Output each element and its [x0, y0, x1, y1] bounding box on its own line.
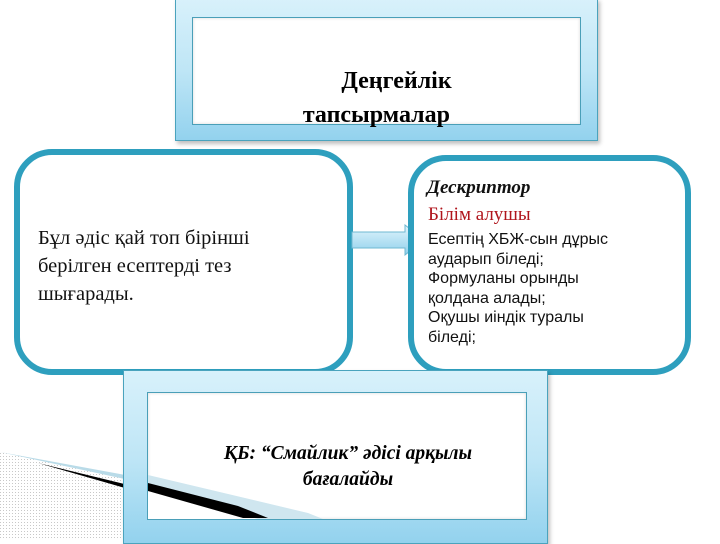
assessment-line-1: ҚБ: “Смайлик” әдісі арқылы [223, 443, 473, 464]
descriptor-subheading: Білім алушы [428, 204, 531, 225]
title-frame: Деңгейлік тапсырмалар [175, 0, 598, 141]
method-line-3: шығарады. [38, 283, 134, 305]
criteria-line-2: аударып біледі; [428, 250, 544, 268]
descriptor-box: Дескриптор Білім алушы Есептің ХБЖ-сын д… [408, 155, 691, 375]
assessment-frame: ҚБ: “Смайлик” әдісі арқылы бағалайды [123, 370, 548, 544]
method-line-2: берілген есептерді тез [38, 255, 232, 277]
title-line-1: Деңгейлік [341, 68, 452, 94]
slide-title: Деңгейлік тапсырмалар [193, 64, 580, 132]
criteria-line-5: Оқушы иіндік туралы [428, 309, 584, 326]
title-line-2: тапсырмалар [302, 102, 450, 128]
assessment-line-2: бағалайды [302, 469, 394, 490]
criteria-line-1: Есептің ХБЖ-сын дұрыс [428, 231, 609, 248]
descriptor-heading: Дескриптор [427, 177, 531, 198]
assessment-panel: ҚБ: “Смайлик” әдісі арқылы бағалайды [147, 392, 527, 520]
decorative-swoosh-inner [148, 475, 323, 519]
criteria-line-3: Формуланы орынды [428, 270, 579, 287]
assessment-text: ҚБ: “Смайлик” әдісі арқылы бағалайды [148, 441, 526, 493]
title-panel: Деңгейлік тапсырмалар [192, 17, 581, 128]
method-description-box: Бұл әдіс қай топ бірінші берілген есепте… [14, 149, 353, 375]
criteria-line-6: біледі; [428, 328, 476, 346]
method-description-text: Бұл әдіс қай топ бірінші берілген есепте… [38, 224, 250, 308]
method-line-1: Бұл әдіс қай топ бірінші [38, 227, 250, 249]
criteria-line-4: қолдана алады; [428, 289, 546, 307]
descriptor-criteria: Есептің ХБЖ-сын дұрыс аударып біледі; Фо… [428, 230, 608, 347]
